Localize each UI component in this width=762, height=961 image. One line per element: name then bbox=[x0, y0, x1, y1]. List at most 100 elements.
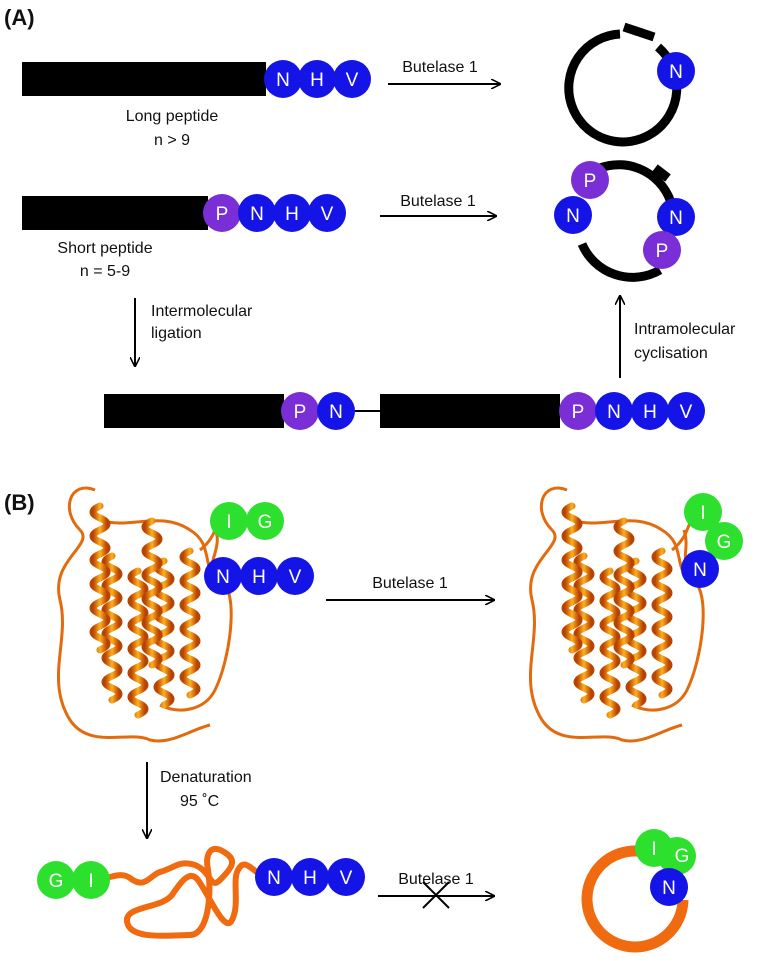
panel-label-b: (B) bbox=[4, 490, 35, 515]
residue-h-circle bbox=[273, 194, 311, 232]
dimer-residue-p2-circle bbox=[643, 231, 681, 269]
linear-residue-n-label: N bbox=[267, 868, 281, 889]
residue-n-label: N bbox=[216, 567, 230, 588]
product-residue-g-label: G bbox=[675, 846, 690, 867]
residue-h-circle bbox=[298, 60, 336, 98]
tail-residue-n-label: N bbox=[607, 402, 621, 423]
dimer-residue-n1-label: N bbox=[566, 206, 580, 227]
butelase-label-1: Butelase 1 bbox=[402, 59, 478, 76]
ring-residue-g-circle bbox=[705, 522, 743, 560]
product-residue-g-circle bbox=[658, 837, 696, 875]
residue-v-label: V bbox=[321, 204, 334, 225]
linear-residue-g-circle bbox=[37, 861, 75, 899]
ligated-junction-residues: P N bbox=[281, 392, 355, 430]
linear-residue-v-circle bbox=[327, 858, 365, 896]
butelase-label-3: Butelase 1 bbox=[372, 575, 448, 592]
residue-g-label: G bbox=[258, 512, 273, 533]
linear-residue-h-circle bbox=[291, 858, 329, 896]
residue-v-circle bbox=[308, 194, 346, 232]
cyclic-unfolded-product: I G N bbox=[581, 829, 696, 953]
long-peptide-residues: N H V bbox=[264, 60, 371, 98]
dimer-residue-p1-circle bbox=[571, 161, 609, 199]
ring-residue-n-circle bbox=[681, 550, 719, 588]
linear-residue-v-label: V bbox=[340, 868, 353, 889]
long-peptide-bar bbox=[22, 62, 266, 96]
residue-v-label: V bbox=[289, 567, 302, 588]
tail-residue-h-label: H bbox=[643, 402, 657, 423]
ligated-peptide-bar-2 bbox=[380, 394, 560, 428]
residue-n-circle bbox=[238, 194, 276, 232]
blocked-cross-icon bbox=[422, 881, 450, 909]
residue-v-circle bbox=[276, 557, 314, 595]
short-peptide-label: Short peptide bbox=[57, 240, 152, 257]
ring-residue-i-label: I bbox=[700, 503, 705, 524]
denatured-protein: G I N H V bbox=[37, 845, 365, 939]
linear-residue-n-circle bbox=[255, 858, 293, 896]
junction-residue-p-label: P bbox=[294, 402, 307, 423]
panel-label-a: (A) bbox=[4, 5, 35, 30]
short-peptide-n: n = 5-9 bbox=[80, 263, 130, 280]
residue-g-circle bbox=[246, 502, 284, 540]
tail-residue-v-label: V bbox=[680, 402, 693, 423]
dimer-residue-n2-label: N bbox=[669, 208, 683, 229]
dimer-residue-n1-circle bbox=[554, 196, 592, 234]
intermolecular-label-2: ligation bbox=[151, 325, 202, 342]
butelase-label-2: Butelase 1 bbox=[400, 193, 476, 210]
product-residue-n-circle bbox=[650, 868, 688, 906]
folded-protein-right bbox=[530, 488, 703, 741]
tail-residue-p-circle bbox=[559, 392, 597, 430]
protein-left-residues: I G N H V bbox=[204, 502, 314, 595]
ring-residue-g-label: G bbox=[717, 532, 732, 553]
tail-residue-n-circle bbox=[595, 392, 633, 430]
denaturation-label-2: 95 ˚C bbox=[180, 793, 219, 810]
residue-h-circle bbox=[240, 557, 278, 595]
ligated-tail-residues: P N H V bbox=[559, 392, 705, 430]
folded-protein-left bbox=[58, 488, 231, 741]
intramolecular-label-2: cyclisation bbox=[634, 345, 708, 362]
intermolecular-label-1: Intermolecular bbox=[151, 303, 253, 320]
residue-i-circle bbox=[210, 502, 248, 540]
ring-residue-i-circle bbox=[684, 493, 722, 531]
tail-residue-p-label: P bbox=[572, 402, 585, 423]
short-peptide-bar bbox=[22, 196, 208, 230]
ring-residue-n-label: N bbox=[669, 62, 683, 83]
linear-residue-g-label: G bbox=[49, 871, 64, 892]
junction-residue-p-circle bbox=[281, 392, 319, 430]
residue-n-circle bbox=[204, 557, 242, 595]
residue-h-label: H bbox=[252, 567, 266, 588]
short-peptide-residues: P N H V bbox=[203, 194, 346, 232]
tail-residue-v-circle bbox=[667, 392, 705, 430]
protein-right-residues: I G N bbox=[681, 493, 743, 588]
linear-residue-i-circle bbox=[72, 861, 110, 899]
cyclic-long-peptide: N bbox=[564, 22, 695, 147]
linear-residue-i-label: I bbox=[88, 871, 93, 892]
butelase-label-4: Butelase 1 bbox=[398, 871, 474, 888]
linear-residue-h-label: H bbox=[303, 868, 317, 889]
long-peptide-label: Long peptide bbox=[126, 108, 219, 125]
product-residue-n-label: N bbox=[662, 878, 676, 899]
residue-n-label: N bbox=[250, 204, 264, 225]
residue-v-circle bbox=[333, 60, 371, 98]
ring-residue-n-label: N bbox=[693, 560, 707, 581]
dimer-residue-p2-label: P bbox=[656, 241, 669, 262]
residue-i-label: I bbox=[226, 512, 231, 533]
dimer-residue-n2-circle bbox=[657, 198, 695, 236]
tail-residue-h-circle bbox=[631, 392, 669, 430]
residue-p-circle bbox=[203, 194, 241, 232]
long-peptide-n: n > 9 bbox=[154, 132, 190, 149]
ring-residue-n-circle bbox=[657, 52, 695, 90]
denaturation-label-1: Denaturation bbox=[160, 769, 252, 786]
product-residue-i-label: I bbox=[651, 839, 656, 860]
residue-v-label: V bbox=[346, 70, 359, 91]
dimer-residue-p1-label: P bbox=[584, 171, 597, 192]
residue-n-label: N bbox=[276, 70, 290, 91]
residue-h-label: H bbox=[285, 204, 299, 225]
residue-p-label: P bbox=[216, 204, 229, 225]
intramolecular-label-1: Intramolecular bbox=[634, 321, 736, 338]
junction-residue-n-label: N bbox=[329, 402, 343, 423]
residue-h-label: H bbox=[310, 70, 324, 91]
junction-residue-n-circle bbox=[317, 392, 355, 430]
ligated-peptide-bar-1 bbox=[104, 394, 284, 428]
residue-n-circle bbox=[264, 60, 302, 98]
